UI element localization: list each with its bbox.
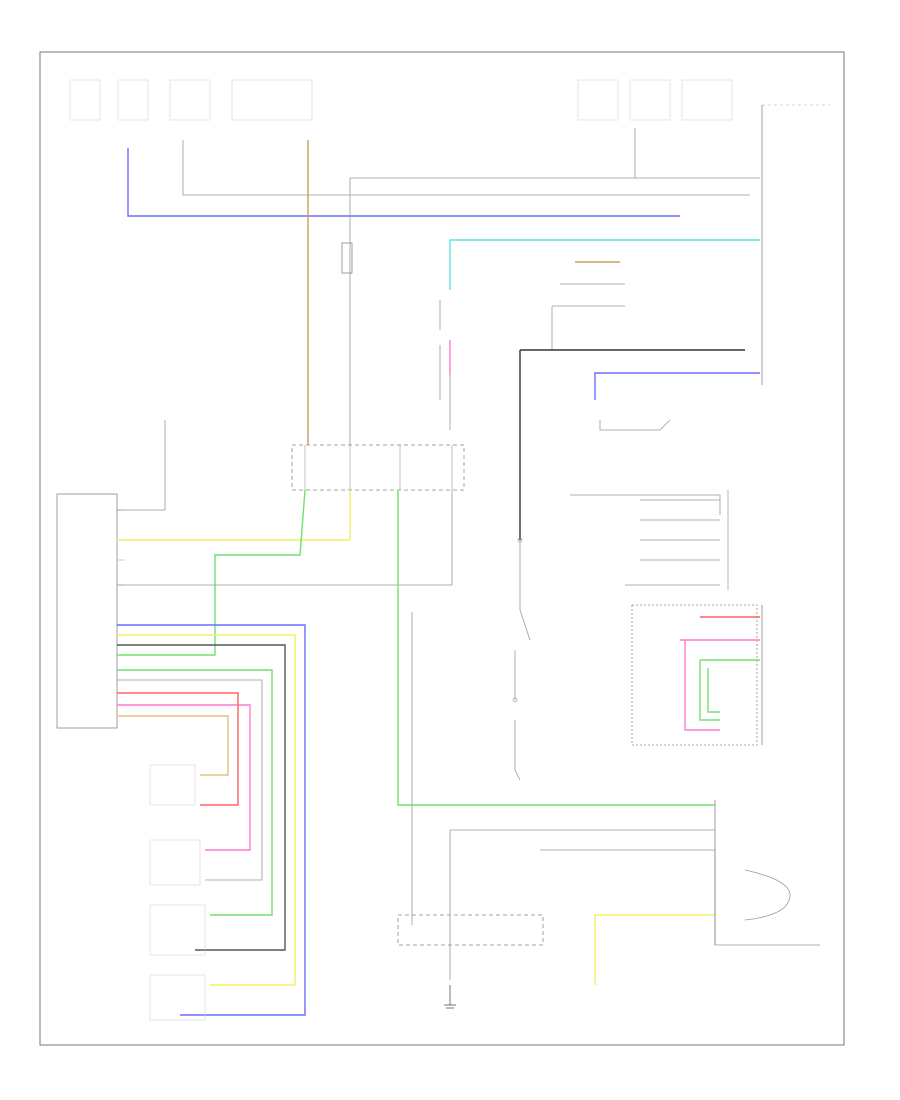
motor-switches-left bbox=[149, 764, 206, 1021]
wire-yellow-bus bbox=[117, 634, 296, 986]
wire-arc bbox=[744, 869, 791, 921]
wire-tan-bus bbox=[117, 715, 229, 776]
diagram-frame bbox=[39, 51, 845, 1046]
wire-green-right-2 bbox=[707, 668, 720, 713]
right-connector-top bbox=[761, 104, 830, 385]
wire-black-4 bbox=[519, 349, 745, 540]
wire-black-2 bbox=[551, 305, 625, 350]
wire-switch-chain bbox=[514, 540, 531, 781]
wire-black-sw bbox=[599, 419, 671, 431]
bottom-junction bbox=[397, 914, 544, 946]
component-resistor bbox=[341, 242, 353, 274]
wire-pink-right bbox=[680, 639, 760, 731]
wire-gray-top-2 bbox=[349, 177, 760, 445]
wire-cyan-top bbox=[449, 239, 760, 290]
top-fuse-labels bbox=[69, 79, 733, 121]
wire-green-long bbox=[397, 490, 715, 806]
wire-black-bus bbox=[117, 644, 286, 951]
wire-blue-top bbox=[127, 148, 680, 217]
wire-gray-bus bbox=[117, 679, 263, 881]
ecu-pins bbox=[117, 509, 125, 586]
wire-gray-ecu bbox=[117, 490, 453, 586]
junction-connector bbox=[291, 444, 465, 491]
wire-green-bus bbox=[117, 669, 273, 916]
wire-green-1 bbox=[117, 489, 306, 656]
wire-blue-right bbox=[594, 372, 760, 400]
right-ecu bbox=[631, 604, 758, 746]
wire-yellow-bottom bbox=[594, 914, 715, 985]
wire-yellow-1 bbox=[117, 490, 351, 541]
ground-icon bbox=[444, 985, 456, 1009]
wire-red-bus bbox=[117, 692, 239, 806]
wire-green-right bbox=[699, 659, 760, 721]
wire-blue-bus bbox=[117, 624, 306, 1016]
wire-pink-bus bbox=[117, 704, 251, 851]
wire-gray-top-1 bbox=[182, 140, 750, 196]
seat-control-ecu bbox=[56, 493, 118, 729]
right-connectors-middle bbox=[570, 490, 729, 590]
